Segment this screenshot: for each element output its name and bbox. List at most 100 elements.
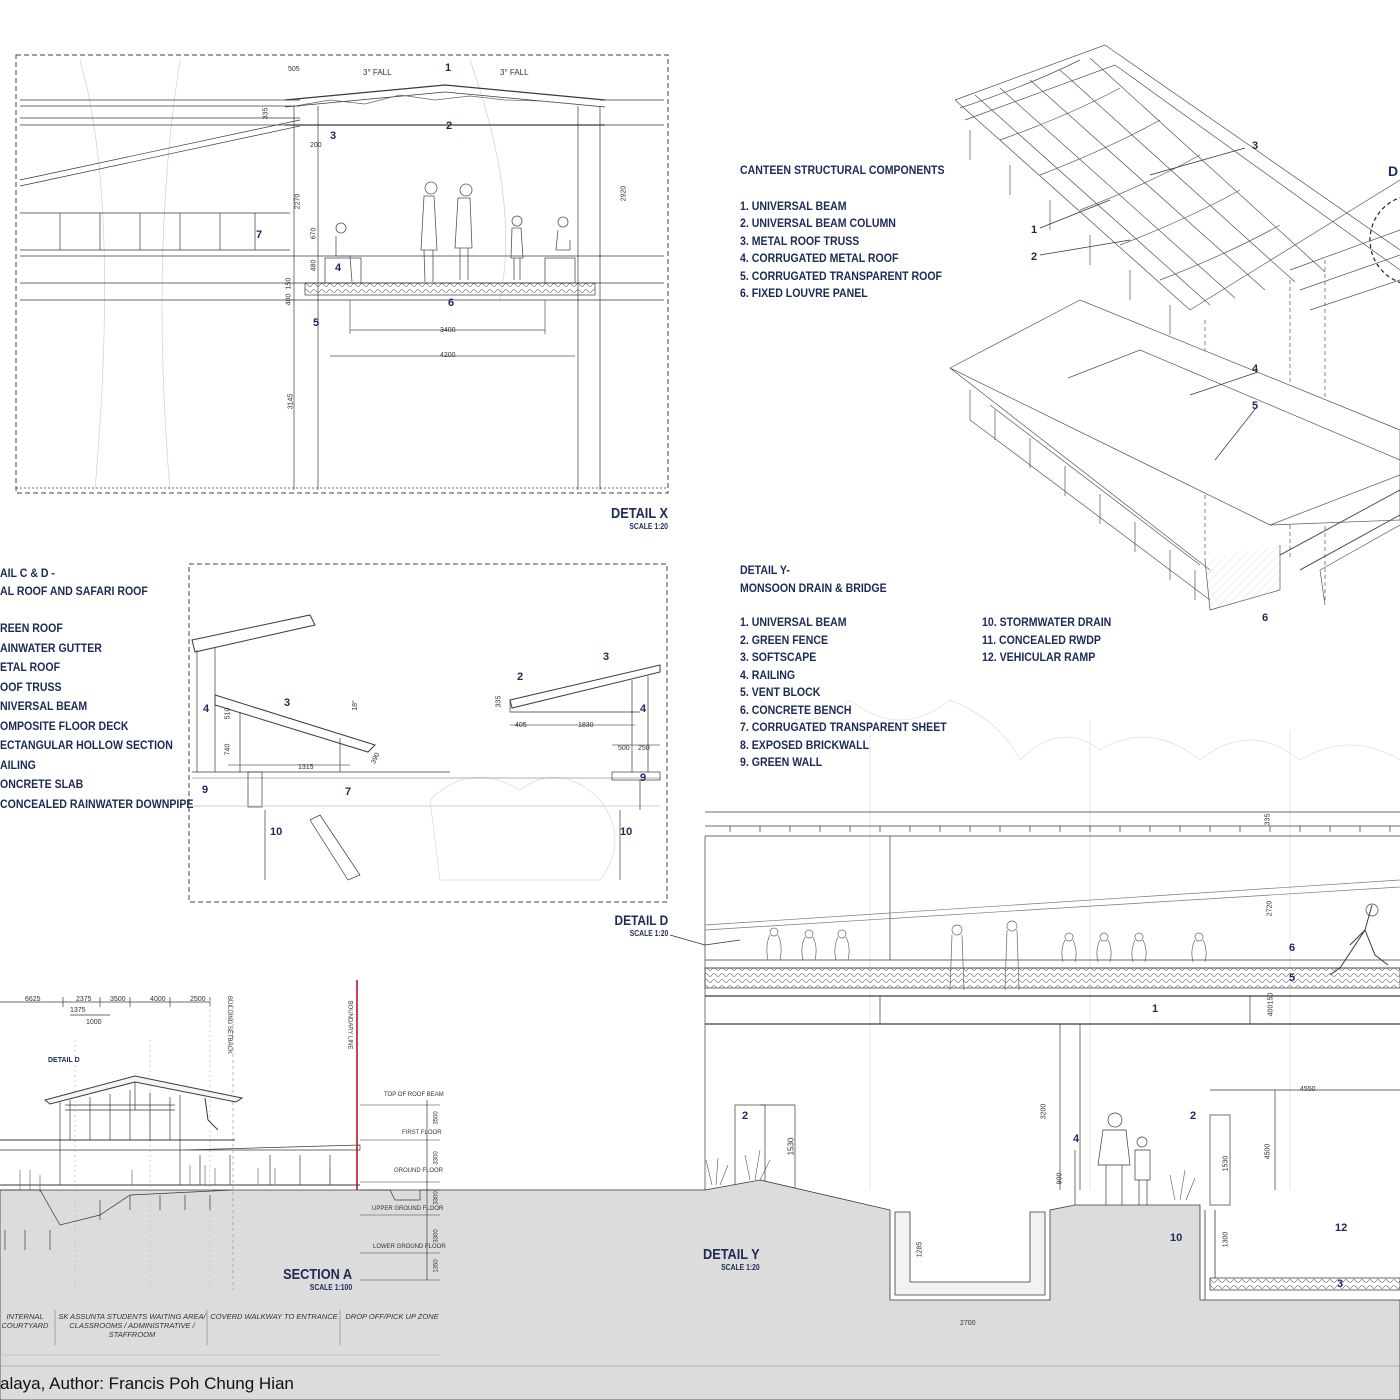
level-dim-4: 3300 [433, 1229, 440, 1243]
detail-y-item: 12. VEHICULAR RAMP [982, 650, 1096, 664]
level-first-floor: FIRST FLOOR [402, 1130, 442, 1136]
detail-y-item: 8. EXPOSED BRICKWALL [740, 737, 870, 752]
dim-400: 400 [285, 293, 293, 306]
cd-dim-405: 405 [515, 722, 527, 729]
detail-y-item: 6. CONCRETE BENCH [740, 702, 852, 717]
dim-480: 480 [310, 259, 318, 272]
level-upper-ground: UPPER GROUND FLOOR [372, 1206, 444, 1212]
dim-505: 505 [288, 66, 300, 73]
iso-number-2: 2 [1031, 251, 1038, 263]
level-lower-ground: LOWER GROUND FLOOR [373, 1244, 446, 1250]
cd-number-7: 7 [345, 786, 352, 798]
detail-y-drawing [704, 699, 1400, 1206]
dim-335: 335 [262, 107, 270, 120]
detail-x-scale: SCALE 1:20 [629, 522, 668, 531]
y-number-2-right: 2 [1190, 1110, 1197, 1122]
cd-dim-angle: 18° [351, 700, 359, 711]
section-a-title: SECTION A [283, 1266, 352, 1283]
sec-dim-2375: 2375 [76, 996, 92, 1003]
y-dim-1300: 1300 [1222, 1231, 1230, 1248]
y-dim-150: 150 [1267, 992, 1275, 1005]
detail-y-scale: SCALE 1:20 [721, 1263, 760, 1272]
dim-2920: 2920 [620, 185, 628, 202]
canteen-item: 2. UNIVERSAL BEAM COLUMN [740, 216, 896, 230]
detail-x-title-block: DETAIL X SCALE 1:20 [611, 505, 668, 532]
detail-y-title-1: DETAIL Y- [740, 563, 790, 577]
zone-drop-off: DROP OFF/PICK UP ZONE [345, 1312, 439, 1321]
section-a-scale: SCALE 1:100 [309, 1283, 352, 1292]
detail-cd-item: AINWATER GUTTER [0, 640, 102, 655]
cd-dim-510: 510 [224, 707, 232, 720]
y-dim-2700: 2700 [960, 1320, 976, 1327]
detail-y-item: 9. GREEN WALL [740, 755, 823, 769]
detail-x-number-5: 5 [313, 317, 320, 329]
y-dim-1530: 1530 [786, 1137, 796, 1156]
sec-dim-1375: 1375 [70, 1007, 86, 1014]
detail-cd-list: AIL C & D - AL ROOF AND SAFARI ROOF REEN… [0, 565, 193, 813]
detail-cd-item: OOF TRUSS [0, 679, 62, 694]
detail-d-tag-title: DETAIL D [614, 912, 668, 928]
iso-number-5: 5 [1252, 400, 1259, 412]
sec-dim-4000: 4000 [150, 996, 166, 1003]
detail-x-number-3: 3 [330, 130, 337, 142]
sec-dim-3500: 3500 [110, 996, 126, 1003]
iso-number-4: 4 [1252, 363, 1259, 375]
detail-cd-title-2: AL ROOF AND SAFARI ROOF [0, 583, 148, 598]
canteen-item: 1. UNIVERSAL BEAM [740, 198, 847, 213]
iso-number-6: 6 [1262, 612, 1269, 624]
level-ground-floor: GROUND FLOOR [394, 1168, 444, 1174]
iso-number-3: 3 [1252, 140, 1259, 152]
y-number-1: 1 [1152, 1003, 1159, 1015]
level-dim-1: 3500 [433, 1111, 440, 1125]
y-number-4: 4 [1073, 1133, 1080, 1145]
level-dim-3: 3300 [433, 1191, 440, 1205]
detail-y-title-block: DETAIL Y SCALE 1:20 [703, 1246, 760, 1273]
people-silhouettes-x [335, 181, 571, 283]
y-number-5: 5 [1289, 972, 1296, 984]
canteen-components-list: CANTEEN STRUCTURAL COMPONENTS 1. UNIVERS… [740, 162, 945, 303]
detail-y-item: 1. UNIVERSAL BEAM [740, 615, 847, 629]
canteen-item: 6. FIXED LOUVRE PANEL [740, 286, 868, 300]
dim-3400: 3400 [440, 327, 456, 334]
ground-section [0, 1179, 1400, 1400]
detail-cd-item: OMPOSITE FLOOR DECK [0, 718, 129, 733]
detail-x-number-2: 2 [446, 120, 453, 132]
callout-d-label: D [1388, 163, 1399, 179]
y-dim-4550: 4550 [1300, 1086, 1316, 1093]
detail-x-drawing [15, 54, 669, 494]
canteen-title: CANTEEN STRUCTURAL COMPONENTS [740, 163, 945, 177]
canteen-item: 4. CORRUGATED METAL ROOF [740, 251, 899, 265]
detail-y-item: 2. GREEN FENCE [740, 632, 829, 647]
detail-cd-item: AILING [0, 757, 36, 772]
cd-number-9-right: 9 [640, 772, 647, 784]
detail-cd-item: CONCEALED RAINWATER DOWNPIPE [0, 796, 194, 811]
y-number-3: 3 [1337, 1278, 1344, 1290]
canteen-item: 5. CORRUGATED TRANSPARENT ROOF [740, 268, 943, 283]
cd-dim-1315: 1315 [298, 764, 314, 771]
y-dim-900: 900 [1056, 1172, 1064, 1185]
y-dim-1530-right: 1530 [1222, 1155, 1230, 1172]
y-dim-400: 400 [1267, 1004, 1275, 1017]
detail-x-number-7: 7 [256, 229, 263, 241]
plants [705, 1149, 1196, 1201]
sec-dim-6625: 6625 [25, 996, 41, 1003]
detail-cd-item: NIVERSAL BEAM [0, 699, 88, 713]
cd-number-4-right: 4 [640, 703, 647, 715]
level-dim-2: 3300 [433, 1151, 440, 1165]
sec-dim-2500: 2500 [190, 996, 206, 1003]
sec-dim-1000: 1000 [86, 1019, 102, 1026]
detail-x-number-6: 6 [448, 297, 455, 309]
zone-internal-courtyard: INTERNAL COURTYARD [1, 1312, 49, 1330]
fall-left-label: 3° FALL [363, 68, 392, 77]
canteen-item: 3. METAL ROOF TRUSS [740, 233, 860, 248]
dim-150: 150 [285, 277, 293, 290]
detail-y-item: 10. STORMWATER DRAIN [982, 615, 1112, 629]
detail-cd-item: ONCRETE SLAB [0, 777, 84, 791]
cd-number-2-right: 2 [517, 671, 524, 683]
author-credit: alaya, Author: Francis Poh Chung Hian [0, 1374, 294, 1393]
canteen-isometric [949, 44, 1400, 611]
y-dim-3200: 3200 [1040, 1103, 1048, 1120]
detail-cd-drawing [188, 563, 668, 903]
boundary-line-label: BOUNDARY LINE [346, 1000, 353, 1050]
